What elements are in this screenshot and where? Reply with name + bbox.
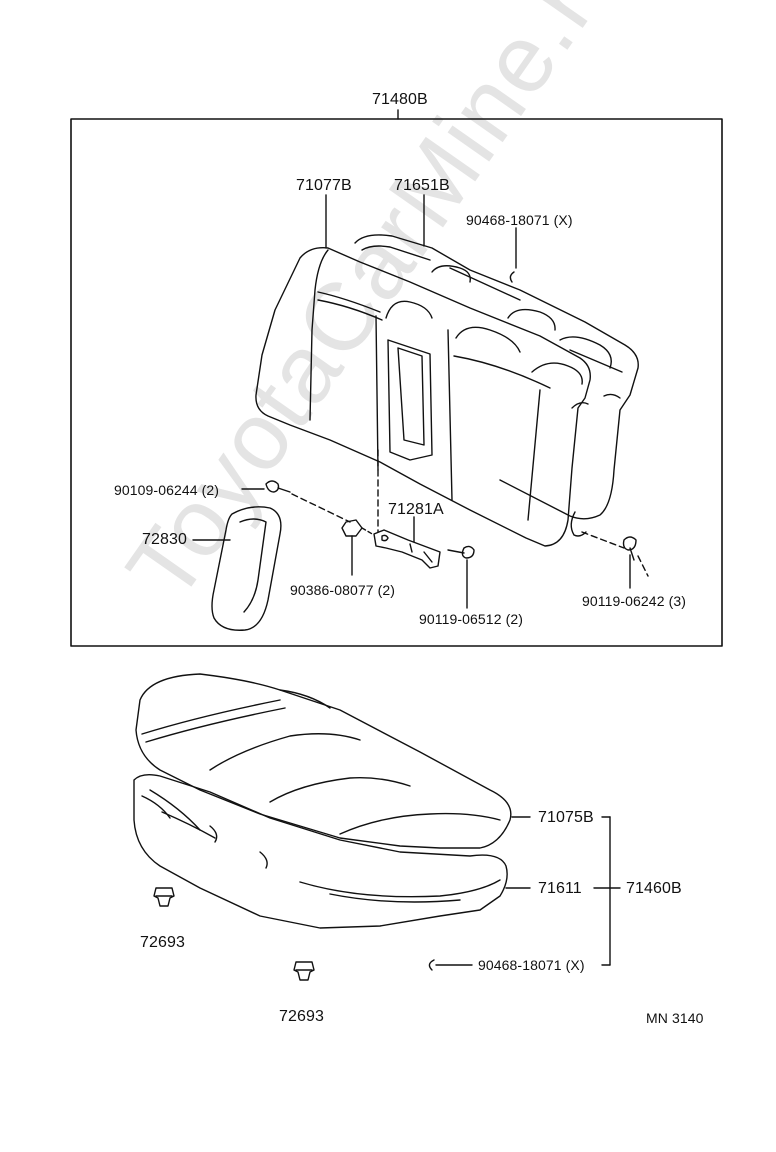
label-cushion-cover: 71075B xyxy=(538,809,594,826)
clip-bottom xyxy=(293,961,315,981)
nut xyxy=(341,519,363,537)
label-screw-left: 90109-06244 (2) xyxy=(114,482,220,498)
seatback-group-frame xyxy=(70,118,723,647)
bracket xyxy=(373,529,441,569)
bolt-center xyxy=(447,545,475,559)
label-hog-ring-top: 90468-18071 (X) xyxy=(466,212,573,228)
seatback-pad xyxy=(354,234,639,537)
label-clip-left: 72693 xyxy=(140,934,185,951)
hog-ring-top xyxy=(509,271,515,283)
screw-left xyxy=(265,480,291,493)
cushion-assembly-bracket xyxy=(593,816,621,966)
label-assembly-top: 71480B xyxy=(372,91,428,108)
label-nut: 90386-08077 (2) xyxy=(290,582,396,598)
seatback-cover xyxy=(255,247,591,547)
label-back-pad: 71651B xyxy=(394,177,450,194)
screw-left-dash xyxy=(291,493,351,523)
label-cushion-pad: 71611 xyxy=(538,880,582,897)
bolt-right xyxy=(622,536,637,561)
label-bracket: 71281A xyxy=(388,501,444,518)
label-hog-ring-bottom: 90468-18071 (X) xyxy=(478,957,585,973)
armrest xyxy=(211,506,282,631)
label-armrest: 72830 xyxy=(142,531,187,548)
label-clip-bottom: 72693 xyxy=(279,1008,324,1025)
label-cushion-assembly: 71460B xyxy=(626,880,682,897)
seat-cushion-cover xyxy=(135,673,512,849)
diagram-code: MN 3140 xyxy=(646,1010,704,1026)
seat-cushion-pad xyxy=(133,773,508,929)
label-back-cover: 71077B xyxy=(296,177,352,194)
label-bolt-center: 90119-06512 (2) xyxy=(419,611,523,627)
nut-to-bracket-dash xyxy=(361,527,375,536)
hog-ring-bottom xyxy=(428,959,435,971)
bolt-right-dash xyxy=(581,531,649,577)
label-bolt-right: 90119-06242 (3) xyxy=(582,593,686,609)
clip-left xyxy=(153,887,175,907)
